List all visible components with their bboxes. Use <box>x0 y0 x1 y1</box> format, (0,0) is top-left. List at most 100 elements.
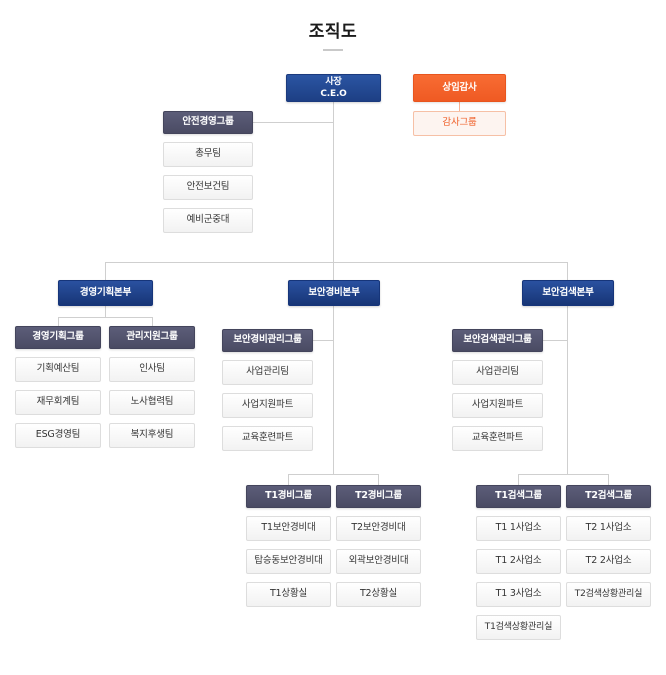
node-team-mgmt-support-2[interactable]: 복지후생팀 <box>109 423 195 448</box>
node-team-sec-guard-mgmt-1-label: 사업지원파트 <box>241 399 294 411</box>
node-standing-auditor-label: 상임감사 <box>442 81 477 93</box>
node-team-sec-screen-mgmt-0[interactable]: 사업관리팀 <box>452 360 543 385</box>
node-group-management-support[interactable]: 관리지원그룹 <box>109 326 195 349</box>
node-team-t1-screen-0[interactable]: T1 1사업소 <box>476 516 561 541</box>
node-group-t2-guard[interactable]: T2경비그룹 <box>336 485 421 508</box>
connector-div3-drop-b <box>608 474 609 485</box>
node-group-security-guard-management[interactable]: 보안경비관리그룹 <box>222 329 313 352</box>
node-safety-team-2-label: 예비군중대 <box>186 214 230 226</box>
node-team-t2-screen-0[interactable]: T2 1사업소 <box>566 516 651 541</box>
connector-drop-div-2 <box>333 262 334 280</box>
node-team-mgmt-support-0-label: 인사팀 <box>139 363 165 375</box>
connector-div1-drop-a <box>58 317 59 326</box>
node-team-t2-screen-0-label: T2 1사업소 <box>585 522 632 534</box>
node-team-t2-guard-2-label: T2상황실 <box>359 588 398 600</box>
node-team-sec-guard-mgmt-2[interactable]: 교육훈련파트 <box>222 426 313 451</box>
node-team-t1-screen-3[interactable]: T1검색상황관리실 <box>476 615 561 640</box>
node-group-t2-screen-label: T2검색그룹 <box>585 490 632 502</box>
node-team-sec-guard-mgmt-1[interactable]: 사업지원파트 <box>222 393 313 418</box>
node-group-security-screening-management[interactable]: 보안검색관리그룹 <box>452 329 543 352</box>
connector-div3-trunk <box>567 306 568 474</box>
node-group-t2-guard-label: T2경비그룹 <box>355 490 402 502</box>
node-safety-management-group-label: 안전경영그룹 <box>182 116 234 128</box>
node-team-t2-guard-1-label: 외곽보안경비대 <box>348 555 409 567</box>
connector-div2-drop-b <box>378 474 379 485</box>
connector-div3-to-group <box>543 340 568 341</box>
node-safety-team-1-label: 안전보건팀 <box>186 181 230 193</box>
node-division-security-guard[interactable]: 보안경비본부 <box>288 280 380 306</box>
node-team-mgmt-plan-0-label: 기획예산팀 <box>36 363 80 375</box>
node-team-t2-guard-0-label: T2보안경비대 <box>351 522 406 534</box>
node-group-t2-screening[interactable]: T2검색그룹 <box>566 485 651 508</box>
node-team-t2-guard-2[interactable]: T2상황실 <box>336 582 421 607</box>
node-team-mgmt-support-1[interactable]: 노사협력팀 <box>109 390 195 415</box>
node-audit-group-label: 감사그룹 <box>442 117 477 129</box>
node-team-t1-screen-3-label: T1검색상황관리실 <box>484 622 553 633</box>
node-team-t1-screen-2-label: T1 3사업소 <box>495 588 542 600</box>
node-division-security-screening[interactable]: 보안검색본부 <box>522 280 614 306</box>
node-division-management-planning[interactable]: 경영기획본부 <box>58 280 153 306</box>
node-ceo-line1: 사장 <box>325 76 342 87</box>
node-team-t1-screen-2[interactable]: T1 3사업소 <box>476 582 561 607</box>
connector-div2-trunk <box>333 306 334 474</box>
node-team-t1-guard-0-label: T1보안경비대 <box>261 522 316 534</box>
node-team-t1-guard-1-label: 탑승동보안경비대 <box>254 555 323 567</box>
node-team-mgmt-support-1-label: 노사협력팀 <box>130 396 174 408</box>
node-division-0-label: 경영기획본부 <box>79 286 132 298</box>
node-team-mgmt-plan-1-label: 재무회계팀 <box>36 396 80 408</box>
connector-div2-drop-a <box>288 474 289 485</box>
node-team-t2-screen-1-label: T2 2사업소 <box>585 555 632 567</box>
connector-div1-stem <box>105 306 106 317</box>
connector-div3-bus <box>518 474 608 475</box>
node-group-mgmt-support-label: 관리지원그룹 <box>126 331 178 343</box>
node-ceo[interactable]: 사장 C.E.O <box>286 74 381 102</box>
connector-ceo-trunk <box>333 102 334 263</box>
node-team-t2-screen-2-label: T2검색상황관리실 <box>574 589 643 600</box>
node-group-t1-guard-label: T1경비그룹 <box>265 490 312 502</box>
node-standing-auditor[interactable]: 상임감사 <box>413 74 506 102</box>
node-group-mgmt-plan-label: 경영기획그룹 <box>32 331 84 343</box>
node-safety-team-1[interactable]: 안전보건팀 <box>163 175 253 200</box>
node-team-t2-screen-1[interactable]: T2 2사업소 <box>566 549 651 574</box>
node-division-1-label: 보안경비본부 <box>308 286 360 298</box>
node-team-t2-guard-0[interactable]: T2보안경비대 <box>336 516 421 541</box>
node-team-sec-screen-mgmt-2[interactable]: 교육훈련파트 <box>452 426 543 451</box>
node-team-mgmt-support-0[interactable]: 인사팀 <box>109 357 195 382</box>
connector-ceo-to-safety <box>253 122 334 123</box>
node-team-sec-screen-mgmt-1-label: 사업지원파트 <box>471 399 524 411</box>
node-safety-team-2[interactable]: 예비군중대 <box>163 208 253 233</box>
node-group-management-planning[interactable]: 경영기획그룹 <box>15 326 101 349</box>
node-team-sec-screen-mgmt-1[interactable]: 사업지원파트 <box>452 393 543 418</box>
node-team-sec-guard-mgmt-0[interactable]: 사업관리팀 <box>222 360 313 385</box>
connector-div1-bus <box>58 317 152 318</box>
node-safety-team-0[interactable]: 총무팀 <box>163 142 253 167</box>
node-group-t1-guard[interactable]: T1경비그룹 <box>246 485 331 508</box>
node-team-sec-guard-mgmt-0-label: 사업관리팀 <box>246 366 289 378</box>
connector-division-bus <box>105 262 567 263</box>
node-team-t1-guard-1[interactable]: 탑승동보안경비대 <box>246 549 331 574</box>
node-group-t1-screening[interactable]: T1검색그룹 <box>476 485 561 508</box>
node-division-2-label: 보안검색본부 <box>542 286 594 298</box>
node-team-mgmt-plan-2-label: ESG경영팀 <box>35 429 81 441</box>
node-team-mgmt-plan-1[interactable]: 재무회계팀 <box>15 390 101 415</box>
title-divider <box>323 49 343 51</box>
connector-div2-to-group <box>313 340 334 341</box>
connector-div2-bus <box>288 474 378 475</box>
node-team-mgmt-support-2-label: 복지후생팀 <box>130 429 174 441</box>
node-group-t1-screen-label: T1검색그룹 <box>495 490 542 502</box>
node-ceo-line2: C.E.O <box>320 89 347 99</box>
node-team-t1-guard-2[interactable]: T1상황실 <box>246 582 331 607</box>
node-audit-group[interactable]: 감사그룹 <box>413 111 506 136</box>
node-team-t1-screen-1[interactable]: T1 2사업소 <box>476 549 561 574</box>
node-team-t2-screen-2[interactable]: T2검색상황관리실 <box>566 582 651 607</box>
node-team-sec-screen-mgmt-2-label: 교육훈련파트 <box>471 432 524 444</box>
node-team-mgmt-plan-0[interactable]: 기획예산팀 <box>15 357 101 382</box>
node-team-sec-screen-mgmt-0-label: 사업관리팀 <box>476 366 519 378</box>
node-team-mgmt-plan-2[interactable]: ESG경영팀 <box>15 423 101 448</box>
page-title: 조직도 <box>308 22 358 42</box>
node-team-t2-guard-1[interactable]: 외곽보안경비대 <box>336 549 421 574</box>
connector-audit <box>459 102 460 111</box>
node-team-t1-guard-0[interactable]: T1보안경비대 <box>246 516 331 541</box>
node-safety-management-group[interactable]: 안전경영그룹 <box>163 111 253 134</box>
